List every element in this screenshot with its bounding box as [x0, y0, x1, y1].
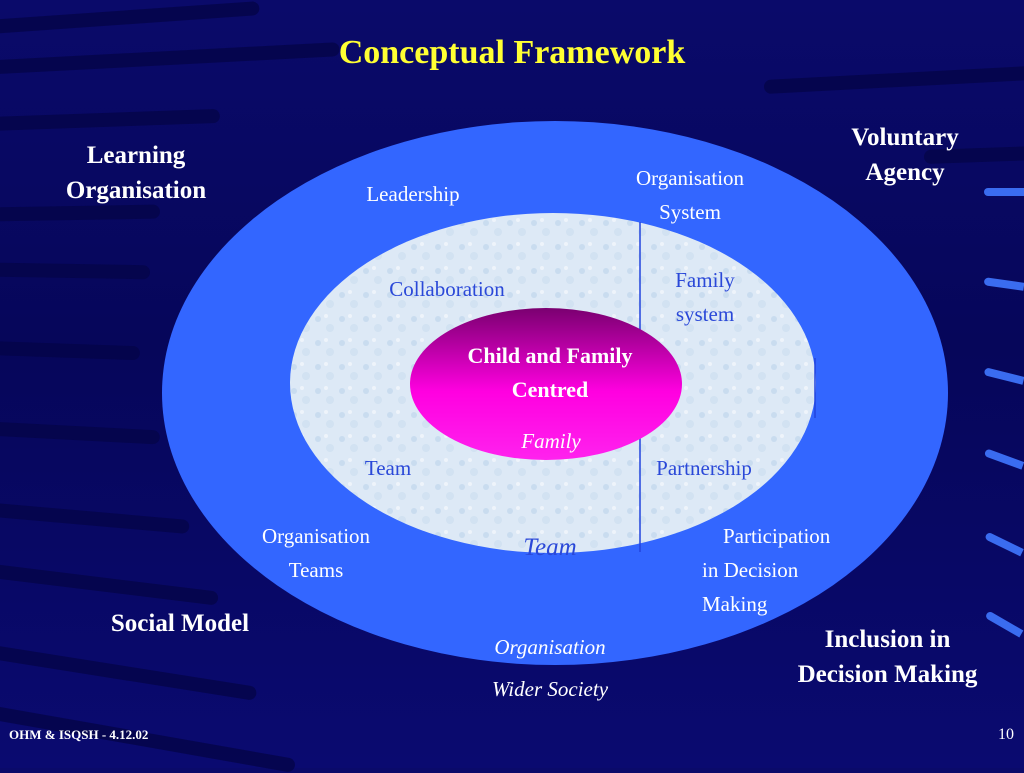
family-ellipse — [410, 308, 682, 460]
participation-decision-making-label: Participation in Decision Making — [702, 524, 831, 616]
family-ring-label: Family — [521, 429, 581, 453]
partnership-label: Partnership — [656, 456, 752, 480]
social-model-label: Social Model — [110, 610, 250, 637]
team-ring-label: Team — [523, 534, 577, 561]
collaboration-label: Collaboration — [389, 277, 505, 301]
organisation-ring-label: Organisation — [494, 635, 606, 659]
team-label: Team — [364, 456, 412, 480]
footer-text: OHM & ISQSH - 4.12.02 — [9, 727, 149, 742]
accent-stripe — [984, 188, 1024, 196]
slide-title: Conceptual Framework — [338, 34, 686, 71]
wider-society-label: Wider Society — [491, 677, 609, 701]
page-number: 10 — [998, 726, 1014, 743]
leadership-label: Leadership — [366, 182, 460, 206]
